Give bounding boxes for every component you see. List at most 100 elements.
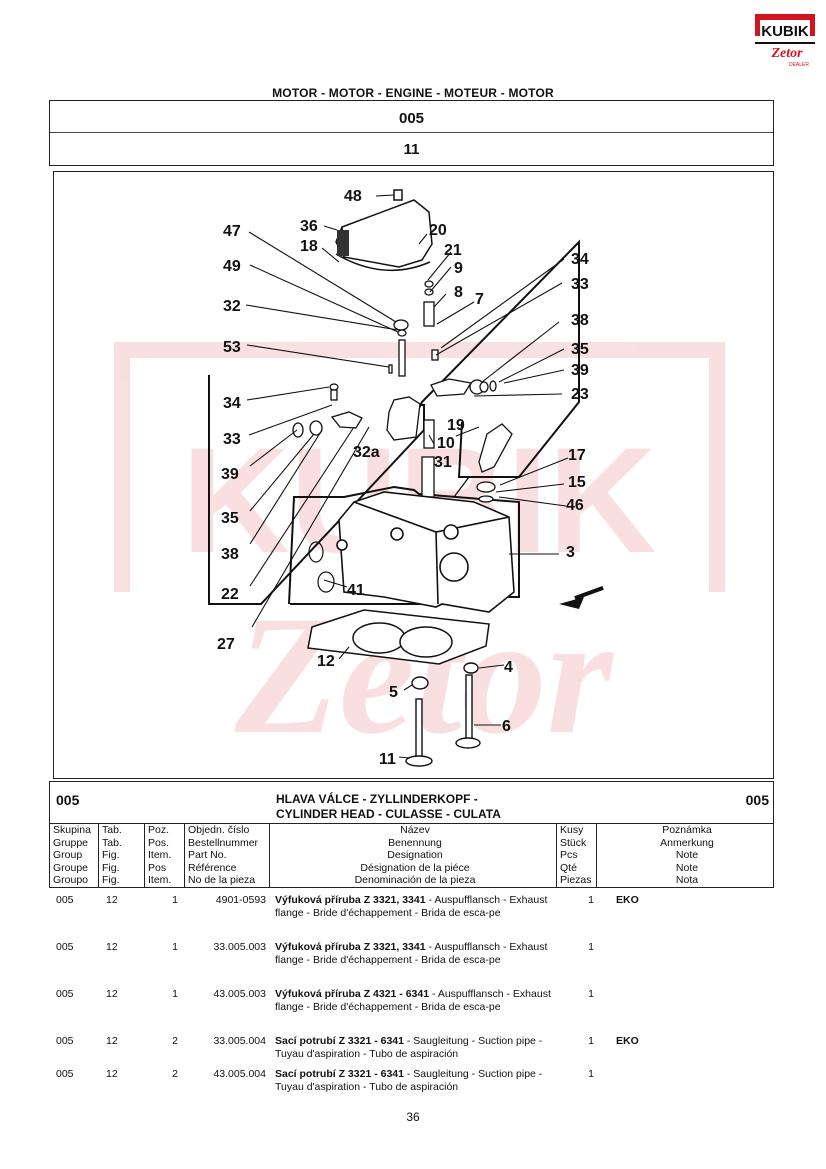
item-pos: 1 bbox=[172, 988, 178, 1000]
list-item: 005 12 1 33.005.003 Výfuková příruba Z 3… bbox=[0, 941, 826, 985]
kubik-zetor-logo: KUBIK Zetor DEALER bbox=[755, 14, 815, 72]
list-item: 005 12 1 43.005.003 Výfuková příruba Z 4… bbox=[0, 988, 826, 1032]
group-code-right: 005 bbox=[745, 792, 769, 808]
list-item: 005 12 1 4901-0593 Výfuková příruba Z 33… bbox=[0, 894, 826, 938]
item-part-number: 33.005.004 bbox=[213, 1035, 266, 1047]
list-item: 005 12 2 43.005.004 Sací potrubí Z 3321 … bbox=[0, 1068, 826, 1098]
item-group: 005 bbox=[56, 941, 74, 953]
item-pos: 2 bbox=[172, 1068, 178, 1080]
item-pos: 1 bbox=[172, 941, 178, 953]
item-part-number: 4901-0593 bbox=[215, 894, 266, 906]
callout-label: 47 bbox=[223, 223, 241, 240]
callout-label: 6 bbox=[502, 718, 511, 735]
item-part-number: 43.005.004 bbox=[213, 1068, 266, 1080]
callout-label: 35 bbox=[221, 510, 239, 527]
item-tab: 12 bbox=[106, 1035, 118, 1047]
callout-label: 5 bbox=[389, 684, 398, 701]
callout-label: 48 bbox=[344, 188, 362, 205]
item-qty: 1 bbox=[588, 1035, 594, 1047]
callout-label: 33 bbox=[223, 431, 241, 448]
item-tab: 12 bbox=[106, 1068, 118, 1080]
callout-label: 19 bbox=[447, 417, 465, 434]
item-tab: 12 bbox=[106, 894, 118, 906]
callout-label: 10 bbox=[437, 435, 455, 452]
svg-text:Zetor: Zetor bbox=[770, 46, 803, 61]
callout-label: 53 bbox=[223, 339, 241, 356]
item-description: Sací potrubí Z 3321 - 6341 - Saugleitung… bbox=[275, 1035, 543, 1060]
callout-label: 46 bbox=[566, 497, 584, 514]
callout-label: 23 bbox=[571, 386, 589, 403]
callout-label: 22 bbox=[221, 586, 239, 603]
callout-label: 9 bbox=[454, 260, 463, 277]
callout-label: 32a bbox=[353, 444, 380, 461]
callout-label: 39 bbox=[571, 362, 589, 379]
callout-label: 38 bbox=[221, 546, 239, 563]
item-description: Sací potrubí Z 3321 - 6341 - Saugleitung… bbox=[275, 1068, 543, 1093]
callout-label: 15 bbox=[568, 474, 586, 491]
item-note: EKO bbox=[616, 894, 639, 906]
item-description: Výfuková příruba Z 4321 - 6341 - Auspuff… bbox=[275, 988, 551, 1013]
parts-title-line1: HLAVA VÁLCE - ZYLLINDERKOPF - bbox=[276, 792, 478, 806]
item-description: Výfuková příruba Z 3321, 3341 - Auspuffl… bbox=[275, 894, 548, 919]
item-tab: 12 bbox=[106, 941, 118, 953]
item-qty: 1 bbox=[588, 941, 594, 953]
svg-text:KUBIK: KUBIK bbox=[761, 23, 809, 40]
item-pos: 2 bbox=[172, 1035, 178, 1047]
parts-list-header: 005 005 HLAVA VÁLCE - ZYLLINDERKOPF - CY… bbox=[49, 781, 774, 888]
group-code-left: 005 bbox=[56, 792, 80, 808]
callout-label: 31 bbox=[434, 454, 452, 471]
callout-label: 39 bbox=[221, 466, 239, 483]
callout-label: 32 bbox=[223, 298, 241, 315]
cylinder-head-drawing: KUBIK Zetor bbox=[114, 188, 725, 769]
callout-label: 34 bbox=[571, 251, 589, 268]
item-qty: 1 bbox=[588, 894, 594, 906]
parts-title-line2: CYLINDER HEAD - CULASSE - CULATA bbox=[276, 807, 501, 821]
callout-label: 4 bbox=[504, 659, 513, 676]
callout-label: 8 bbox=[454, 284, 463, 301]
item-pos: 1 bbox=[172, 894, 178, 906]
item-group: 005 bbox=[56, 894, 74, 906]
svg-text:DEALER: DEALER bbox=[789, 62, 809, 68]
item-description: Výfuková příruba Z 3321, 3341 - Auspuffl… bbox=[275, 941, 548, 966]
callout-label: 18 bbox=[300, 238, 318, 255]
callout-label: 3 bbox=[566, 544, 575, 561]
callout-label: 49 bbox=[223, 258, 241, 275]
callout-label: 33 bbox=[571, 276, 589, 293]
section-code: 005 bbox=[398, 110, 425, 127]
callout-label: 38 bbox=[571, 312, 589, 329]
section-code-box: 005 11 bbox=[49, 100, 774, 166]
list-item: 005 12 2 33.005.004 Sací potrubí Z 3321 … bbox=[0, 1035, 826, 1065]
column-tab: Tab.Tab.Fig.Fig.Fig. bbox=[98, 824, 145, 887]
item-qty: 1 bbox=[588, 988, 594, 1000]
item-group: 005 bbox=[56, 988, 74, 1000]
item-part-number: 33.005.003 bbox=[213, 941, 266, 953]
callout-label: 20 bbox=[429, 222, 447, 239]
callout-label: 35 bbox=[571, 341, 589, 358]
callout-label: 41 bbox=[347, 582, 365, 599]
item-qty: 1 bbox=[588, 1068, 594, 1080]
page-heading: MOTOR - MOTOR - ENGINE - MOTEUR - MOTOR bbox=[272, 86, 554, 100]
callout-label: 36 bbox=[300, 218, 318, 235]
callout-label: 34 bbox=[223, 395, 241, 412]
callout-label: 12 bbox=[317, 653, 335, 670]
callout-label: 17 bbox=[568, 447, 586, 464]
callout-label: 27 bbox=[217, 636, 235, 653]
item-group: 005 bbox=[56, 1068, 74, 1080]
item-tab: 12 bbox=[106, 988, 118, 1000]
item-part-number: 43.005.003 bbox=[213, 988, 266, 1000]
item-note: EKO bbox=[616, 1035, 639, 1047]
svg-text:Zetor: Zetor bbox=[234, 581, 615, 769]
callout-label: 7 bbox=[475, 291, 484, 308]
figure-number: 11 bbox=[403, 141, 420, 158]
callout-label: 11 bbox=[379, 751, 396, 768]
item-group: 005 bbox=[56, 1035, 74, 1047]
callout-label: 21 bbox=[444, 242, 462, 259]
exploded-diagram: KUBIK Zetor bbox=[53, 171, 774, 779]
